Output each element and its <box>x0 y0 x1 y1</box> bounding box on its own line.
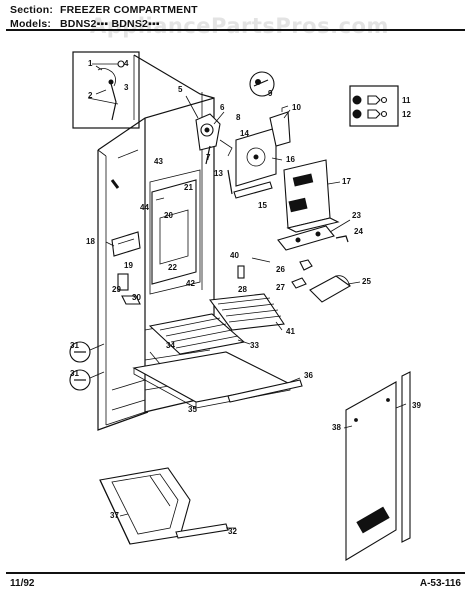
callout-6: 6 <box>220 103 225 112</box>
detail-circle-31 <box>69 341 105 391</box>
callout-14: 14 <box>240 129 249 138</box>
control-housing <box>283 159 340 233</box>
callout-30: 30 <box>132 293 141 302</box>
callout-1: 1 <box>88 59 93 68</box>
callout-33: 33 <box>250 341 259 350</box>
footer-date: 11/92 <box>10 578 35 589</box>
wire-shelf-upper <box>208 293 285 331</box>
light-housing <box>309 275 352 303</box>
section-value: FREEZER COMPARTMENT <box>60 4 198 16</box>
footer-page-code: A-53-116 <box>419 578 461 589</box>
callout-35: 35 <box>188 405 197 414</box>
parts-29-30 <box>117 273 141 305</box>
mounting-plate <box>277 225 335 251</box>
callout-22: 22 <box>168 263 177 272</box>
callout-16: 16 <box>286 155 295 164</box>
callout-40: 40 <box>230 251 239 260</box>
callout-25: 25 <box>362 277 371 286</box>
callout-24: 24 <box>354 227 363 236</box>
fan-motor-assembly <box>195 113 233 165</box>
callout-44: 44 <box>140 203 149 212</box>
solid-shelf <box>132 351 303 409</box>
air-diffuser <box>111 231 141 257</box>
callout-41: 41 <box>286 327 295 336</box>
screw-24 <box>335 235 349 243</box>
callout-17: 17 <box>342 177 351 186</box>
callout-42: 42 <box>186 279 195 288</box>
callout-18: 18 <box>86 237 95 246</box>
models-label: Models: <box>10 18 52 30</box>
callout-7: 7 <box>206 153 211 162</box>
evaporator-cover <box>151 179 197 285</box>
callout-5: 5 <box>178 85 183 94</box>
callout-37: 37 <box>110 511 119 520</box>
callout-38: 38 <box>332 423 341 432</box>
callout-15: 15 <box>258 201 267 210</box>
callout-8: 8 <box>236 113 241 122</box>
freezer-bin <box>99 467 191 545</box>
detail-circle-9 <box>249 71 275 97</box>
models-heading: Models: BDNS2▪▪▪ BDNS2▪▪▪ <box>10 18 160 30</box>
bracket <box>269 105 291 147</box>
callout-20: 20 <box>164 211 173 220</box>
drain-trough <box>233 181 273 199</box>
callout-32: 32 <box>228 527 237 536</box>
callout-13: 13 <box>214 169 223 178</box>
callout-12: 12 <box>402 110 411 119</box>
callout-31a: 31 <box>70 341 79 350</box>
callout-36: 36 <box>304 371 313 380</box>
callout-11: 11 <box>402 96 411 105</box>
bin-trim-32 <box>175 523 229 539</box>
leader-lines <box>95 65 407 529</box>
callout-43: 43 <box>154 157 163 166</box>
callout-34: 34 <box>166 341 175 350</box>
callout-labels: 1 2 3 4 5 6 7 8 9 10 11 12 13 14 15 16 1… <box>70 59 421 536</box>
callout-39: 39 <box>412 401 421 410</box>
callout-19: 19 <box>124 261 133 270</box>
callout-2: 2 <box>88 91 93 100</box>
watermark: AppliancePartsPros.com <box>90 14 389 38</box>
section-heading: Section: FREEZER COMPARTMENT <box>10 4 198 16</box>
callout-9: 9 <box>268 89 273 98</box>
inset-thermostat-box <box>72 51 140 129</box>
thermostat-rod <box>227 169 233 195</box>
fan-shroud <box>235 127 277 187</box>
callout-29: 29 <box>112 285 121 294</box>
callout-26: 26 <box>276 265 285 274</box>
callout-21: 21 <box>184 183 193 192</box>
liner-panel <box>345 381 397 561</box>
trim-strip-39 <box>401 371 411 543</box>
callout-4: 4 <box>124 59 129 68</box>
legend-11-12 <box>349 85 399 127</box>
callout-3: 3 <box>124 83 129 92</box>
small-parts-26-28 <box>237 259 313 289</box>
callout-27: 27 <box>276 283 285 292</box>
callout-31b: 31 <box>70 369 79 378</box>
callout-10: 10 <box>292 103 301 112</box>
models-value: BDNS2▪▪▪ BDNS2▪▪▪ <box>60 18 160 30</box>
callout-28: 28 <box>238 285 247 294</box>
section-label: Section: <box>10 4 54 16</box>
callout-23: 23 <box>352 211 361 220</box>
